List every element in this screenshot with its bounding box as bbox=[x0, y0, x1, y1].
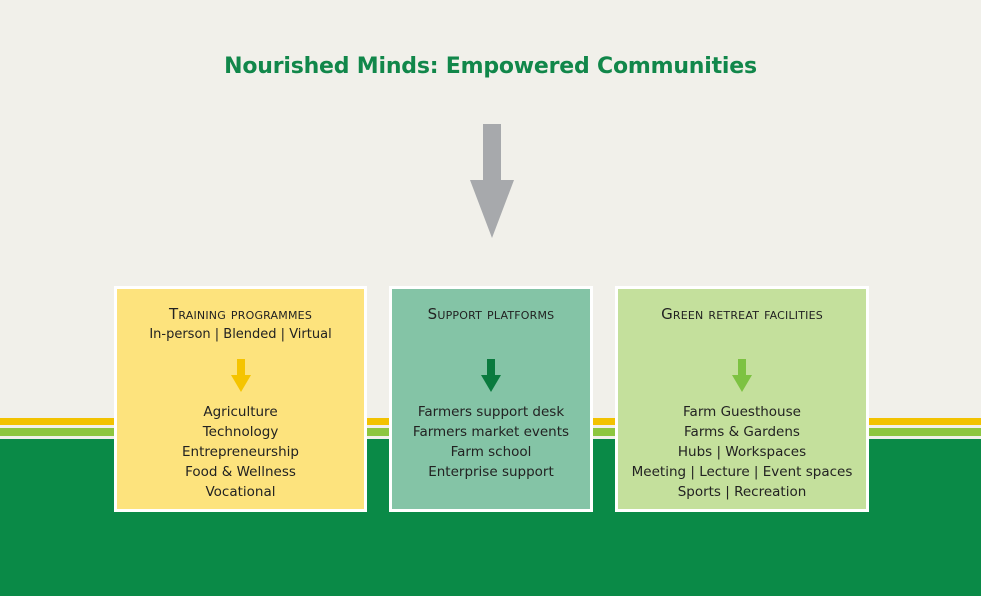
down-arrow-icon bbox=[732, 359, 752, 392]
list-item: Farm Guesthouse bbox=[683, 404, 801, 420]
list-item: Enterprise support bbox=[428, 464, 554, 480]
list-item: Hubs | Workspaces bbox=[677, 444, 807, 460]
box-list: Agriculture Technology Entrepreneurship … bbox=[117, 402, 364, 502]
list-item: Vocational bbox=[205, 484, 276, 500]
green-retreat-facilities-box: Green retreat facilities Farm Guesthouse… bbox=[615, 286, 869, 512]
list-item: Entrepreneurship bbox=[182, 444, 299, 460]
down-arrow-icon bbox=[470, 124, 514, 238]
box-heading: Green retreat facilities bbox=[661, 305, 823, 323]
box-heading: Training programmes bbox=[168, 305, 313, 323]
list-item: Sports | Recreation bbox=[677, 484, 807, 500]
box-list: Farm Guesthouse Farms & Gardens Hubs | W… bbox=[618, 402, 866, 502]
list-item: Farmers support desk bbox=[417, 404, 565, 420]
box-list: Farmers support desk Farmers market even… bbox=[392, 402, 590, 482]
support-platforms-box: Support platforms Farmers support desk F… bbox=[389, 286, 593, 512]
diagram-title: Nourished Minds: Empowered Communities bbox=[224, 54, 757, 79]
list-item: Farm school bbox=[450, 444, 532, 460]
box-subheading: In-person | Blended | Virtual bbox=[149, 327, 332, 342]
list-item: Farmers market events bbox=[412, 424, 570, 440]
down-arrow-icon bbox=[481, 359, 501, 392]
list-item: Technology bbox=[202, 424, 279, 440]
list-item: Meeting | Lecture | Event spaces bbox=[631, 464, 853, 480]
list-item: Farms & Gardens bbox=[684, 424, 800, 440]
list-item: Food & Wellness bbox=[185, 464, 296, 480]
box-heading: Support platforms bbox=[427, 305, 555, 323]
down-arrow-icon bbox=[230, 359, 251, 392]
list-item: Agriculture bbox=[203, 404, 278, 420]
training-programmes-box: Training programmes In-person | Blended … bbox=[114, 286, 367, 512]
